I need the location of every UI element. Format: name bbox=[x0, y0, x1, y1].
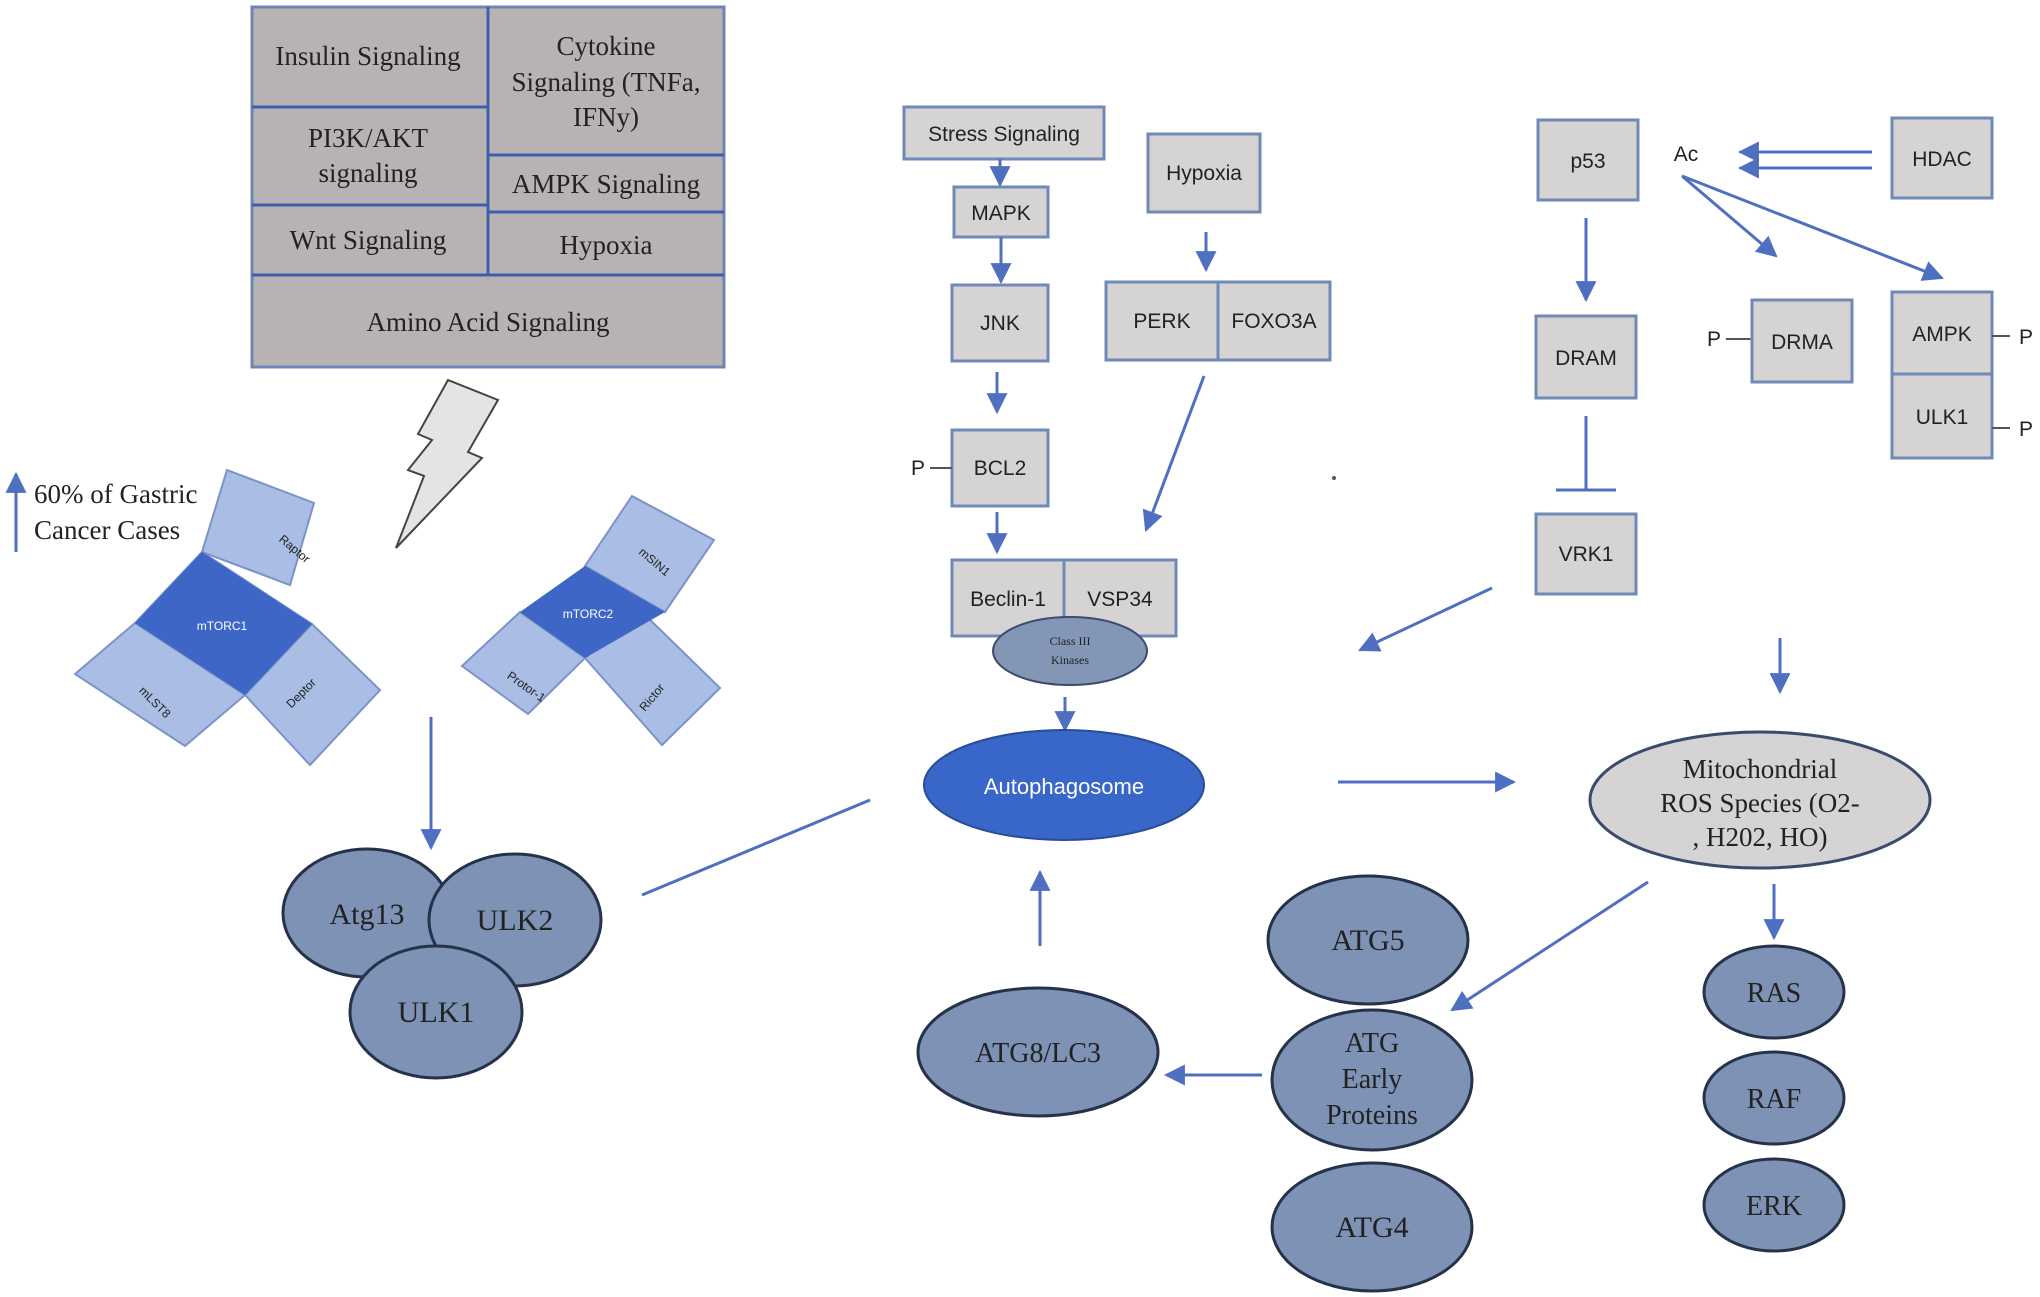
hdac-box bbox=[1890, 116, 1994, 200]
atg-early-label-2: Early bbox=[1342, 1064, 1403, 1095]
beclin-label: Beclin-1 bbox=[970, 588, 1046, 611]
atg5-node bbox=[1266, 874, 1470, 1006]
cytokine-label-2: Signaling (TNFa, bbox=[512, 67, 701, 97]
ras-label: RAS bbox=[1747, 978, 1801, 1009]
ampk-box bbox=[1890, 290, 1994, 376]
stress-pathway: Stress Signaling MAPK JNK BCL2 P Beclin-… bbox=[902, 105, 1178, 733]
atg-early-label-3: Proteins bbox=[1326, 1100, 1418, 1131]
pi3k-label-1: PI3K/AKT bbox=[308, 123, 429, 153]
insulin-signaling-label: Insulin Signaling bbox=[275, 41, 460, 71]
mtorc1-complex: mTORC1 Raptor mLST8 Deptor bbox=[73, 468, 382, 767]
atg8-lc3-node bbox=[916, 986, 1160, 1118]
ac-label: Ac bbox=[1674, 143, 1699, 166]
atg-early-node bbox=[1270, 1008, 1474, 1152]
perk-box bbox=[1104, 280, 1220, 362]
ulk1-node bbox=[348, 944, 524, 1080]
atg13-label: Atg13 bbox=[330, 898, 405, 931]
ampk-label: AMPK bbox=[1912, 323, 1972, 346]
amino-acid-label: Amino Acid Signaling bbox=[367, 307, 610, 337]
stray-dot bbox=[1332, 476, 1336, 480]
lightning-bolt-icon bbox=[395, 378, 500, 549]
raf-node bbox=[1702, 1050, 1846, 1146]
ras-node bbox=[1702, 944, 1846, 1040]
dram-box bbox=[1534, 314, 1638, 400]
mito-label-3: , H202, HO) bbox=[1693, 822, 1828, 852]
drma-label: DRMA bbox=[1771, 331, 1833, 354]
stress-signaling-label: Stress Signaling bbox=[928, 123, 1080, 146]
upstream-signaling-panel: Insulin Signaling Cytokine Signaling (TN… bbox=[250, 5, 726, 369]
mtorc2-complex: mTORC2 mSIN1 Protor-1 Rictor bbox=[460, 494, 722, 747]
hypoxia-label: Hypoxia bbox=[1166, 162, 1242, 185]
pi3k-label-2: signaling bbox=[319, 158, 418, 188]
foxo3a-box bbox=[1216, 280, 1332, 362]
hypoxia-panel-label: Hypoxia bbox=[560, 230, 653, 260]
mito-label-1: Mitochondrial bbox=[1683, 754, 1837, 784]
ulk1-label: ULK1 bbox=[398, 996, 475, 1029]
mitochondrial-ros: Mitochondrial ROS Species (O2- , H202, H… bbox=[1588, 730, 1932, 870]
drma-phospho-label: P bbox=[1707, 328, 1721, 351]
mapk-cascade: RAS RAF ERK bbox=[1702, 944, 1846, 1253]
perk-label: PERK bbox=[1133, 310, 1190, 333]
mtorc1-label: mTORC1 bbox=[197, 619, 248, 633]
autophagosome: Autophagosome bbox=[923, 729, 1205, 841]
jnk-label: JNK bbox=[980, 312, 1020, 335]
annotation-line-1: 60% of Gastric bbox=[34, 479, 197, 509]
ulk-to-autophagosome-line bbox=[641, 798, 871, 897]
ampk-signaling-label: AMPK Signaling bbox=[512, 169, 700, 199]
ampk-phospho-label: P bbox=[2019, 326, 2033, 349]
cytokine-label-3: IFNy) bbox=[573, 102, 639, 132]
autophagosome-node bbox=[923, 729, 1205, 841]
mitochondrial-ros-node bbox=[1588, 730, 1932, 870]
p53-box bbox=[1536, 118, 1640, 202]
mtorc2-core bbox=[520, 566, 665, 658]
autophagosome-label: Autophagosome bbox=[984, 774, 1144, 799]
p53-pathway: p53 Ac HDAC DRAM VRK1 P DRMA AMPK ULK1 P… bbox=[1358, 116, 2033, 695]
mito-label-2: ROS Species (O2- bbox=[1660, 788, 1859, 818]
atg4-label: ATG4 bbox=[1335, 1211, 1408, 1244]
ulk2-label: ULK2 bbox=[477, 904, 554, 937]
vrk1-label: VRK1 bbox=[1559, 543, 1614, 566]
vrk1-to-autophagy-arrow bbox=[1358, 586, 1493, 652]
class3-kinases-node bbox=[992, 616, 1148, 686]
vsp34-label: VSP34 bbox=[1087, 588, 1153, 611]
vrk1-box bbox=[1534, 512, 1638, 596]
ulk-complex: Atg13 ULK2 ULK1 bbox=[281, 847, 603, 1080]
mito-to-atg-arrow bbox=[1450, 880, 1649, 1012]
ulk1-phospho-label: P bbox=[2019, 418, 2033, 441]
ulk1-p53-box bbox=[1890, 372, 1994, 460]
hypoxia-pathway: Hypoxia PERK FOXO3A bbox=[1104, 132, 1332, 532]
erk-node bbox=[1702, 1157, 1846, 1253]
cytokine-label-1: Cytokine bbox=[557, 31, 656, 61]
dram-label: DRAM bbox=[1555, 347, 1617, 370]
erk-label: ERK bbox=[1746, 1191, 1802, 1222]
atg4-node bbox=[1270, 1161, 1474, 1293]
raf-label: RAF bbox=[1747, 1084, 1801, 1115]
foxo3a-label: FOXO3A bbox=[1231, 310, 1316, 333]
wnt-signaling-label: Wnt Signaling bbox=[290, 225, 447, 255]
bcl2-label: BCL2 bbox=[974, 457, 1027, 480]
bcl2-phospho-label: P bbox=[911, 457, 925, 480]
gastric-cancer-annotation: 60% of Gastric Cancer Cases bbox=[5, 471, 197, 552]
atg-proteins: ATG5 ATG Early Proteins ATG4 ATG8/LC3 bbox=[916, 869, 1474, 1293]
mapk-label: MAPK bbox=[971, 202, 1031, 225]
ulk1-p53-label: ULK1 bbox=[1916, 406, 1969, 429]
drma-box bbox=[1750, 298, 1854, 384]
stress-signaling-box bbox=[902, 105, 1106, 161]
atg8-lc3-label: ATG8/LC3 bbox=[975, 1038, 1101, 1069]
p53-label: p53 bbox=[1570, 150, 1605, 173]
class3-label-1: Class III bbox=[1050, 634, 1091, 648]
hdac-label: HDAC bbox=[1912, 148, 1972, 171]
deptor-subunit bbox=[243, 622, 382, 767]
raptor-subunit bbox=[200, 468, 316, 587]
hypoxia-box bbox=[1146, 132, 1262, 214]
mtorc1-core bbox=[135, 552, 312, 695]
atg-early-label-1: ATG bbox=[1345, 1028, 1399, 1059]
atg5-label: ATG5 bbox=[1331, 924, 1404, 957]
annotation-line-2: Cancer Cases bbox=[34, 515, 180, 545]
class3-label-2: Kinases bbox=[1051, 653, 1089, 667]
mtorc2-label: mTORC2 bbox=[563, 607, 614, 621]
jnk-box bbox=[950, 283, 1050, 363]
